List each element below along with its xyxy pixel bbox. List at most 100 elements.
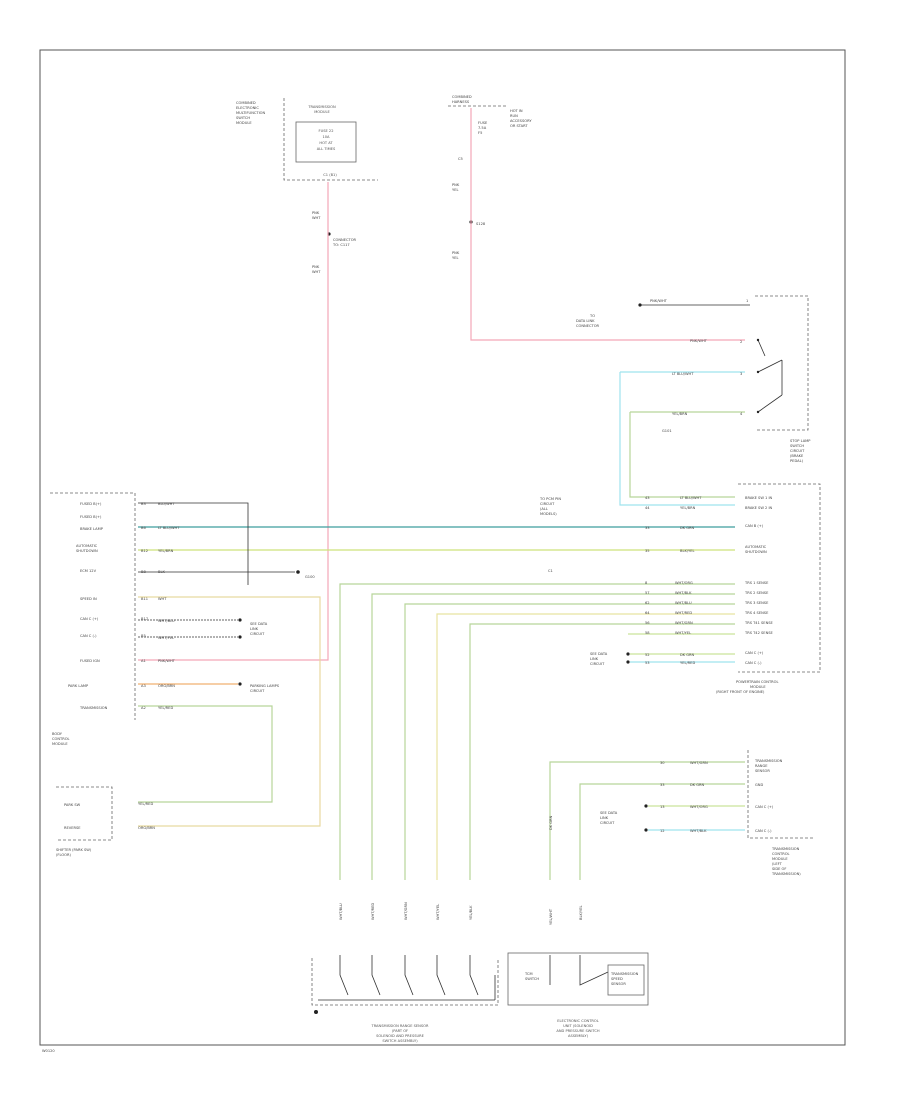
bcm-pin-num-1: B3 — [141, 502, 146, 506]
tcm-pin-2: 33 — [660, 783, 665, 787]
vwire-5: YEL/BLK — [469, 905, 473, 920]
bcm-can-note-2: LINK — [250, 627, 259, 631]
footer-code: W0120 — [42, 1049, 55, 1053]
pcm-pin-label-7: TRS 2 SENSE — [744, 591, 769, 595]
tcm-wire-lbl-1: WHT/GRN — [690, 761, 708, 765]
bcm-pin-6: ECM 12V — [80, 569, 97, 573]
bcm-pin-9: CAN C (-) — [80, 634, 97, 638]
bcm-label-3: MODULE — [52, 742, 68, 746]
wire-label2-1: PNK — [452, 251, 460, 255]
wire-top: PNK/WHT — [650, 299, 668, 303]
side-note-3: ACCESSORY — [510, 119, 532, 123]
pcm-pin-label-11: TRS T42 SENSE — [744, 631, 774, 635]
pcm-wire-4: WHT/RED — [675, 611, 692, 615]
sensor-right-1: TRANSMISSION — [610, 972, 639, 976]
vwire-1: WHT/BLU — [339, 903, 343, 920]
bottom-assembly: WHT/BLU WHT/RED WHT/GRN WHT/YEL YEL/BLK … — [311, 815, 649, 1043]
wire-sensor-2 — [371, 593, 735, 880]
connector-label: C1 (B1) — [323, 173, 337, 177]
header-2: HARNESS — [452, 100, 470, 104]
pcm-pin-b: 44 — [645, 506, 650, 510]
bcm-wire-2: LT BLU/WHT — [158, 526, 180, 530]
bcm-pin-5: SHUTDOWN — [76, 549, 98, 553]
sensor-right-3: SENSOR — [611, 982, 626, 986]
bcm-wire-1: BLU/WHT — [158, 502, 175, 506]
wire-1-label: PNK/WHT — [690, 339, 708, 343]
pcm-pin-label-8: TRS 3 SENSE — [744, 601, 769, 605]
splice-id: PNK — [312, 265, 320, 269]
vwire-3: WHT/GRN — [404, 902, 408, 920]
bcm-ground-dot — [296, 570, 300, 574]
wire-cyan-down — [619, 372, 735, 506]
bcm-can-note-3: CIRCUIT — [250, 632, 265, 636]
bcm-park-dot — [238, 682, 242, 686]
pcm-label-2: MODULE — [750, 685, 766, 689]
pcm-pin-5: 56 — [645, 621, 650, 625]
pcm-wire-c: DK GRN — [680, 526, 695, 530]
range-dashed-box — [311, 958, 499, 1006]
tcm-pin-label-3: SENSOR — [755, 769, 770, 773]
tcm-pin-label-5: CAN C (+) — [755, 805, 774, 809]
pcm-pin-label-13: CAN C (-) — [745, 661, 762, 665]
tcm-label-2: CONTROL — [772, 852, 790, 856]
fuse-text-4: ALL TIMES — [317, 147, 336, 151]
tcm-pin-label-4: GND — [755, 783, 763, 787]
tcm-label-1: TRANSMISSION — [771, 847, 800, 851]
fuse-text-2: 10A — [322, 135, 330, 139]
bcm-ground: G100 — [305, 575, 315, 579]
pcm-wire-d: BLK/YEL — [680, 549, 695, 553]
wire-3-label: YEL/BRN — [672, 412, 688, 416]
bcm-wire-9: ORG/BRN — [158, 684, 175, 688]
wire-label-1: PNK — [312, 211, 320, 215]
data-link-dot — [638, 303, 642, 307]
pcm-pin-6: 58 — [645, 631, 650, 635]
bcm-label-1: BODY — [52, 732, 63, 736]
bcm-wire-5: WHT — [158, 597, 167, 601]
bcm-pin-num-9: A3 — [141, 684, 146, 688]
solenoid-box — [507, 952, 649, 1006]
can-note-2: LINK — [590, 657, 599, 661]
side-note-line-3: MULTIFUNCTION — [236, 111, 265, 115]
park-wire-1: YEL/RED — [138, 802, 153, 806]
can-dot-2 — [626, 660, 630, 664]
pcm-wire-3: WHT/BLU — [675, 601, 692, 605]
range-label-3: SOLENOID AND PRESSURE — [376, 1034, 425, 1038]
splice-label: CONNECTOR — [333, 238, 357, 242]
ground-label: G101 — [662, 429, 672, 433]
side-note-line-1: COMBINED — [236, 101, 256, 105]
bcm-pin-num-2: B6 — [141, 526, 146, 530]
pcm-pin-label-1: BRAKE SW 1 IN — [745, 496, 773, 500]
bcm-wire-10: YEL/RED — [158, 706, 173, 710]
wire-sensor-4 — [436, 613, 735, 880]
switch-node-1 — [756, 338, 760, 342]
can-wire-1: DK GRN — [680, 653, 695, 657]
splice-id-2: WHT — [312, 270, 321, 274]
bcm-pin-4: AUTOMATIC — [76, 544, 98, 548]
fuse-text-1: FUSE — [478, 121, 488, 125]
bcm-pin-num-7: B5 — [141, 634, 146, 638]
switch-contacts — [757, 339, 783, 413]
left-note-1: TO — [589, 314, 595, 318]
pcm-pin-4: 64 — [645, 611, 650, 615]
pcm-pin-d: 35 — [645, 549, 650, 553]
bcm-wire-7: WHT/YEL — [158, 636, 174, 640]
pcm-pin-1: 8 — [645, 581, 648, 585]
tcm-wire-2 — [579, 783, 745, 880]
bcm-pin-num-10: A2 — [141, 706, 146, 710]
can-note-3: CIRCUIT — [590, 662, 605, 666]
bcm-pin-num-5: B11 — [141, 597, 148, 601]
tcm-dashed-box — [747, 750, 815, 839]
label-5: PEDAL) — [790, 459, 804, 463]
side-note-line-4: SWITCH — [236, 116, 250, 120]
bcm-pin-3: BRAKE LAMP — [80, 527, 104, 531]
tcm-pin-label-1: TRANSMISSION — [754, 759, 783, 763]
pin-4: 4 — [740, 412, 743, 416]
top-note-2: CIRCUIT — [540, 502, 555, 506]
pcm-wire-5: WHT/GRN — [675, 621, 693, 625]
bcm-wire-6: WHT/BLU — [158, 619, 175, 623]
tcm-note-1: SEE DATA — [600, 811, 618, 815]
bcm-pin-num-8: A1 — [141, 659, 146, 663]
bcm-pin-8: CAN C (+) — [80, 617, 99, 621]
wire-green-down — [629, 412, 735, 498]
pcm-wire-2: WHT/BLK — [675, 591, 692, 595]
